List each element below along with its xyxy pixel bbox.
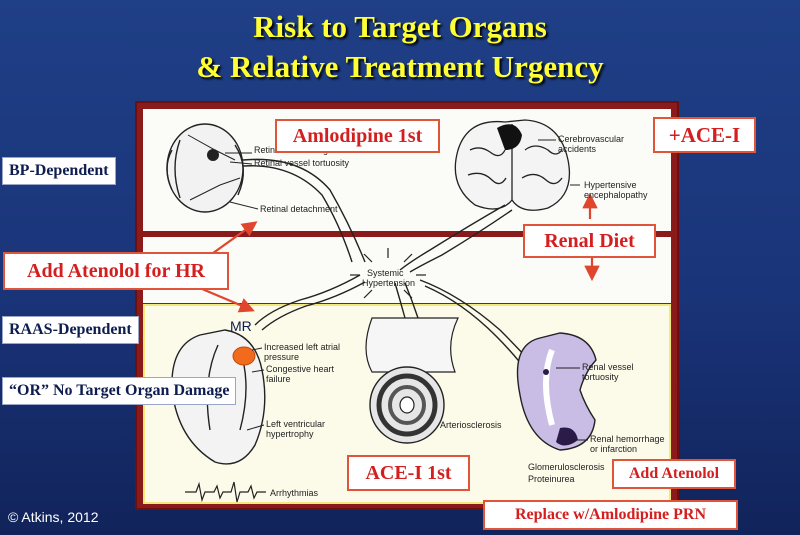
page-title-line-1: Risk to Target Organs (253, 9, 547, 44)
chf-label-2: failure (266, 374, 291, 384)
increased-atrial-label-1: Increased left atrial (264, 342, 341, 352)
renal-hemorrhage-label-2: or infarction (590, 444, 638, 454)
page-title-line-2: & Relative Treatment Urgency (196, 49, 604, 84)
arteriosclerosis-label: Arteriosclerosis (440, 420, 502, 430)
cerebrovascular-accident-mark (497, 124, 522, 150)
renal-vessel-label-2: tortuosity (582, 372, 619, 382)
eye-illustration (166, 123, 244, 213)
renal-diet-label: Renal Diet (523, 224, 656, 258)
lvh-label-1: Left ventricular (266, 419, 326, 429)
retinal-hemorrhage-spot (207, 149, 219, 161)
add-atenolol-label: Add Atenolol (612, 459, 736, 489)
brain-illustration (454, 119, 571, 211)
glomerulosclerosis-label: Glomerulosclerosis (528, 462, 605, 472)
mr-label: MR (230, 318, 252, 334)
amlodipine-first-label: Amlodipine 1st (275, 119, 440, 153)
replace-amlodipine-label: Replace w/Amlodipine PRN (483, 500, 738, 530)
artery-illustration (365, 317, 459, 444)
retinal-vessel-label: Retinal vessel tortuosity (254, 158, 350, 168)
renal-hemorrhage-label-1: Renal hemorrhage (590, 434, 665, 444)
retinal-detachment-label: Retinal detachment (260, 204, 338, 214)
arrow-to-heart (194, 284, 255, 313)
proteinurea-label: Proteinurea (528, 474, 575, 484)
increased-atrial-label-2: pressure (264, 352, 300, 362)
no-target-organ-damage-label: “OR” No Target Organ Damage (2, 377, 237, 405)
chf-label-1: Congestive heart (266, 364, 335, 374)
renal-vessel-label-1: Renal vessel (582, 362, 634, 372)
accidents-label: accidents (558, 144, 597, 154)
hypertensive-label: Hypertensive (584, 180, 637, 190)
arrhythmias-label: Arrhythmias (270, 488, 319, 498)
systemic-label: Systemic (367, 268, 404, 278)
systemic-hypertension-starburst (350, 248, 426, 299)
arrhythmia-trace (185, 481, 266, 503)
bp-dependent-label: BP-Dependent (2, 157, 116, 185)
pointer-lines (225, 139, 588, 441)
raas-dependent-label: RAAS-Dependent (2, 316, 139, 344)
encephalopathy-label: encephalopathy (584, 190, 648, 200)
mr-highlight (232, 346, 256, 366)
ace-i-first-label: ACE-I 1st (347, 455, 470, 491)
add-atenolol-for-hr-label: Add Atenolol for HR (3, 252, 229, 290)
kidney-illustration (516, 332, 597, 451)
ace-i-plus-label: +ACE-I (653, 117, 756, 153)
lvh-label-2: hypertrophy (266, 429, 314, 439)
copyright-text: © Atkins, 2012 (8, 509, 99, 525)
cerebrovascular-label: Cerebrovascular (558, 134, 625, 144)
hypertension-label: Hypertension (362, 278, 416, 288)
